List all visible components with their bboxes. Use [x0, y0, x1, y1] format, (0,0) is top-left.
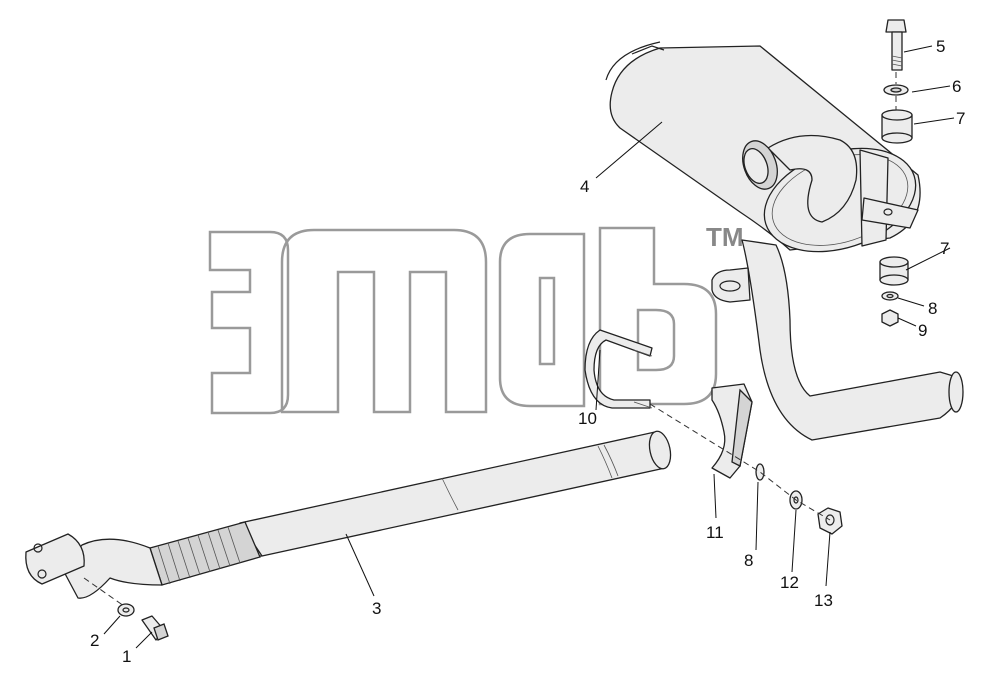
callout-9: 9	[918, 321, 927, 340]
bellows-corrugation	[157, 526, 241, 585]
callout-12: 12	[780, 573, 799, 592]
callout-2: 2	[90, 631, 99, 650]
bracket-part-11	[711, 383, 753, 479]
trademark-mark: TM	[706, 222, 744, 252]
bushing-part-7-upper	[881, 109, 913, 144]
bolt-part-5	[885, 19, 907, 71]
callout-10: 10	[578, 409, 597, 428]
callout-labels: 1 2 3 4 5 6 7 7 8 9 10 11 8 12 13	[90, 37, 965, 666]
bushing-part-7-lower	[879, 256, 909, 286]
callout-11: 11	[706, 523, 724, 542]
washer-part-8-lower	[755, 463, 765, 481]
bolt-part-1	[141, 615, 169, 641]
callout-8-upper: 8	[928, 299, 937, 318]
muffler	[605, 41, 964, 441]
nut-part-13	[817, 507, 843, 535]
callout-5: 5	[936, 37, 945, 56]
callout-1: 1	[122, 647, 131, 666]
callout-6: 6	[952, 77, 961, 96]
callout-3: 3	[372, 599, 381, 618]
callout-7-lower: 7	[940, 239, 949, 258]
washer-part-8-upper	[881, 291, 899, 301]
front-exhaust-pipe	[25, 430, 672, 599]
washer-part-6	[883, 84, 909, 96]
leader-lines	[103, 45, 955, 649]
callout-8-lower: 8	[744, 551, 753, 570]
u-bolt-part-10	[584, 329, 653, 409]
nut-part-9	[881, 309, 899, 327]
callout-7-upper: 7	[956, 109, 965, 128]
callout-4: 4	[580, 177, 589, 196]
watermark-logo: TM	[208, 222, 744, 415]
washer-part-2	[117, 603, 135, 617]
callout-13: 13	[814, 591, 833, 610]
